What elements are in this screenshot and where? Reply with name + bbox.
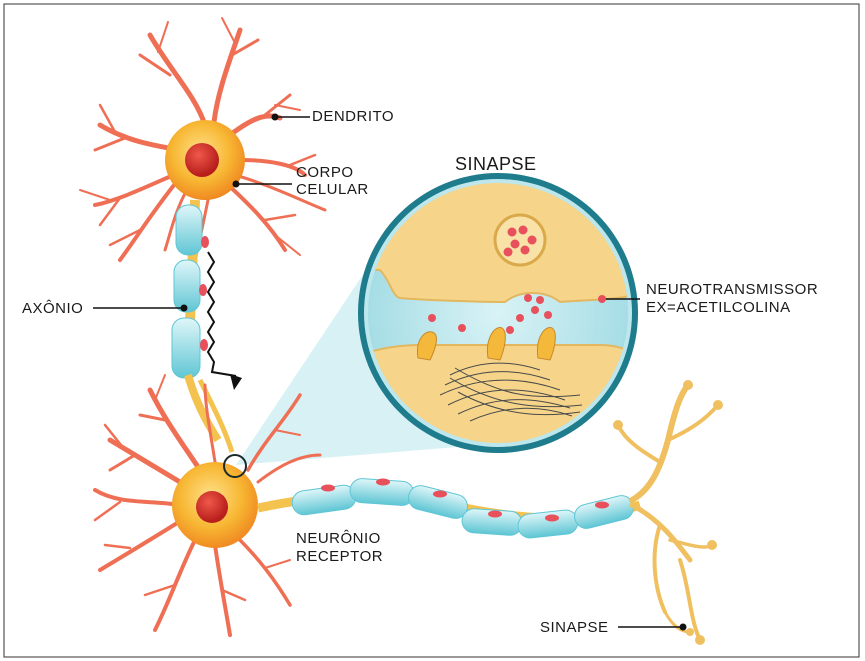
label-sinapse-title: SINAPSE bbox=[455, 156, 537, 173]
neurotransmitter-pointer-dot bbox=[598, 295, 606, 303]
label-neurotransmissor: NEUROTRANSMISSOR EX=ACETILCOLINA bbox=[646, 281, 818, 317]
label-corpo-line2: CELULAR bbox=[296, 181, 369, 198]
axon-terminal bbox=[618, 385, 718, 640]
label-dendrito: DENDRITO bbox=[312, 108, 394, 125]
label-receptor-line1: NEURÔNIO bbox=[296, 530, 383, 548]
label-sinapse-bottom: SINAPSE bbox=[540, 619, 609, 636]
signal-arrow bbox=[208, 252, 242, 390]
top-axon bbox=[172, 200, 232, 452]
label-receptor-line2: RECEPTOR bbox=[296, 548, 383, 566]
bottom-nucleus bbox=[196, 491, 228, 523]
label-axonio: AXÔNIO bbox=[22, 300, 83, 317]
label-corpo-line1: CORPO bbox=[296, 164, 369, 181]
label-neurotransmissor-line1: NEUROTRANSMISSOR bbox=[646, 281, 818, 299]
label-neurotransmissor-line2: EX=ACETILCOLINA bbox=[646, 299, 818, 317]
synaptic-vesicle bbox=[495, 215, 545, 265]
label-corpo-celular: CORPO CELULAR bbox=[296, 164, 369, 198]
top-nucleus bbox=[185, 143, 219, 177]
label-neuronio-receptor: NEURÔNIO RECEPTOR bbox=[296, 530, 383, 566]
